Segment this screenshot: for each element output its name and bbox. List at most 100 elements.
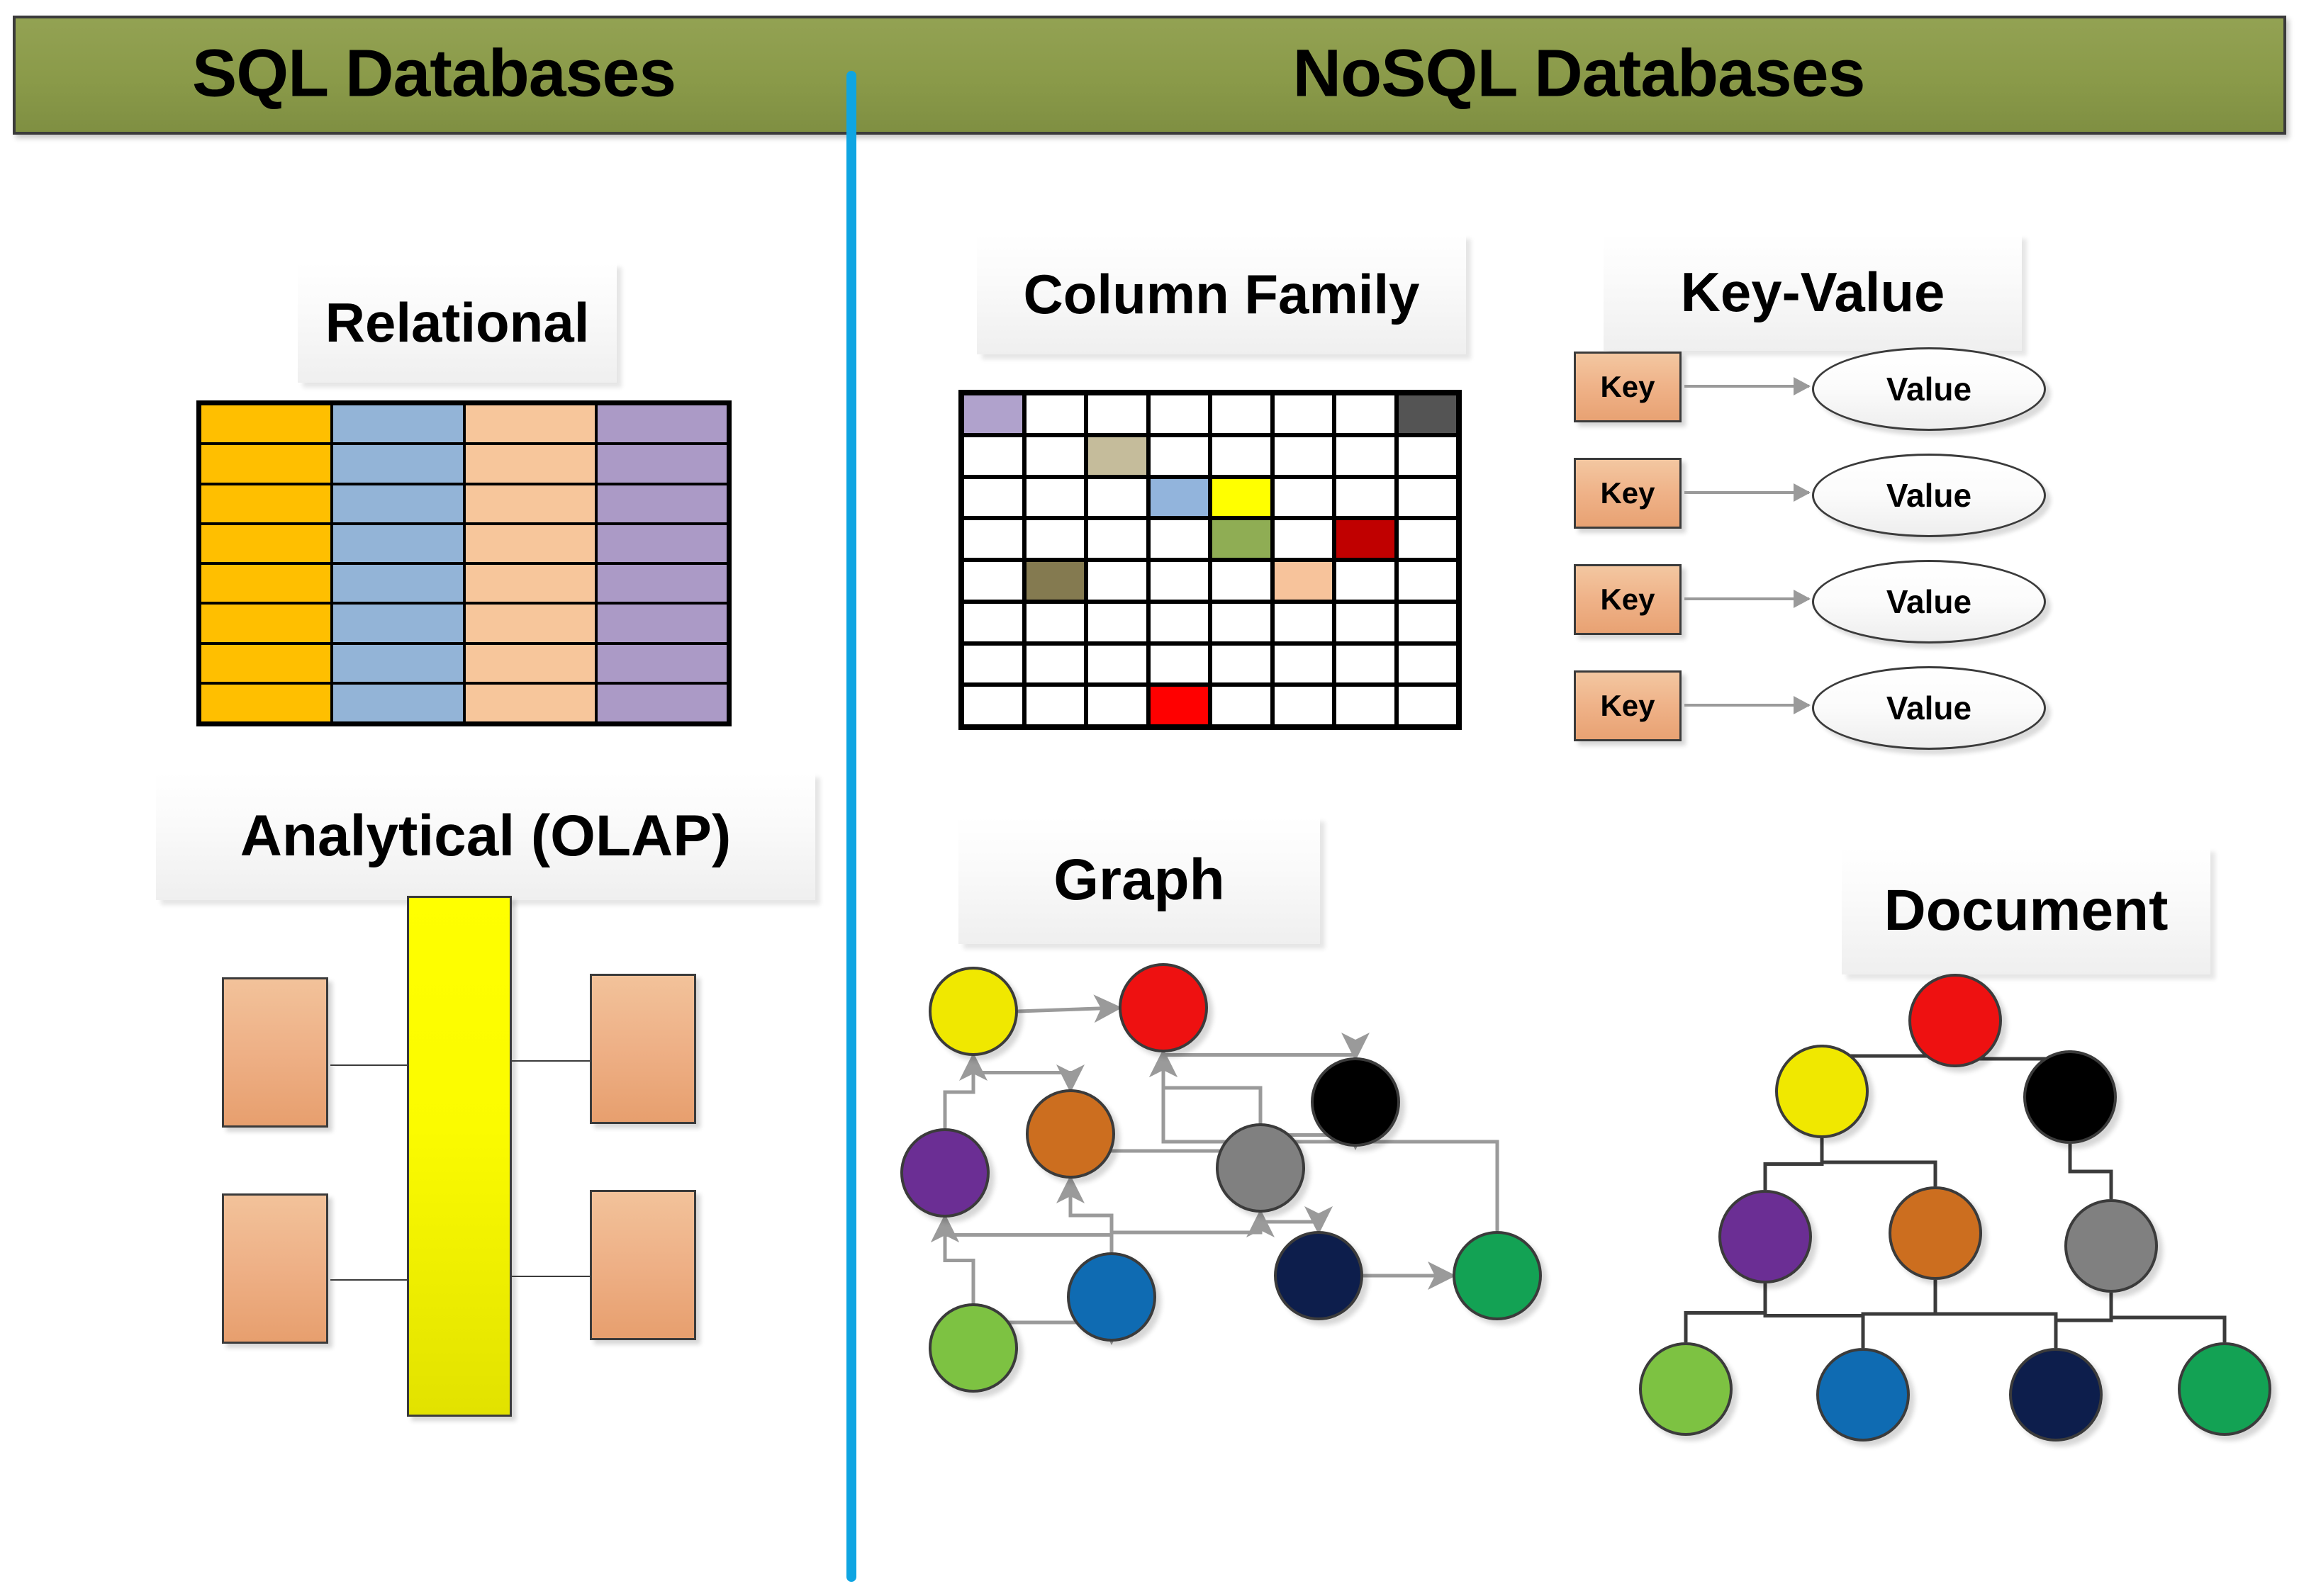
relational-cell [595,523,728,563]
value-ellipse: Value [1812,560,2046,644]
sql-databases-title: SQL Databases [191,35,676,111]
graph-node-navy[interactable] [1274,1231,1363,1320]
graph-node-purple[interactable] [900,1128,990,1218]
column-family-cell [1396,560,1458,602]
column-family-cell [1334,643,1397,685]
graph-edge [1161,1033,1370,1061]
relational-cell [332,563,464,604]
value-ellipse: Value [1812,454,2046,537]
key-value-label: Key-Value [1604,234,2022,351]
olap-diagram [198,879,766,1424]
column-family-cell [1334,393,1397,435]
graph-node-green[interactable] [2178,1342,2271,1436]
graph-node-orange[interactable] [1889,1186,1982,1280]
column-family-cell [1148,518,1210,560]
graph-label: Graph [958,816,1320,944]
olap-dimension-box [222,977,328,1128]
relational-cell [595,643,728,683]
graph-node-black[interactable] [1311,1057,1400,1147]
column-family-cell [1024,518,1086,560]
column-family-cell [1024,601,1086,644]
column-family-cell [962,685,1024,726]
column-family-cell [1396,643,1458,685]
column-family-cell [1396,685,1458,726]
column-family-cell [1148,434,1210,477]
column-family-label: Column Family [977,234,1466,354]
document-diagram [1602,950,2297,1517]
column-family-cell [1086,518,1148,560]
column-family-cell [1396,518,1458,560]
arrow-icon [1684,377,1811,395]
column-family-cell [1272,476,1334,519]
graph-node-lightgreen[interactable] [1639,1342,1733,1436]
arrow-icon [1684,696,1811,714]
column-family-cell [1272,560,1334,602]
column-family-cell [1024,560,1086,602]
column-family-cell [1086,476,1148,519]
column-family-cell [1148,643,1210,685]
relational-cell [464,682,596,723]
graph-node-purple[interactable] [1718,1190,1812,1283]
key-box: Key [1574,458,1682,529]
column-family-cell [1086,685,1148,726]
graph-edge [943,1052,988,1128]
column-family-cell [1334,434,1397,477]
relational-cell [595,404,728,444]
olap-connector [511,1276,591,1277]
relational-cell [464,444,596,484]
relational-cell [200,523,332,563]
relational-cell [200,483,332,524]
graph-node-blue[interactable] [1067,1252,1156,1342]
column-family-cell [962,560,1024,602]
relational-cell [595,603,728,644]
column-family-cell [1334,601,1397,644]
olap-connector [511,1060,591,1062]
graph-node-green[interactable] [1453,1231,1542,1320]
relational-cell [332,523,464,563]
graph-node-yellow[interactable] [1775,1045,1869,1138]
graph-edge [1820,1138,1937,1186]
graph-node-navy[interactable] [2009,1348,2103,1442]
graph-edge [971,1056,1085,1093]
graph-node-yellow[interactable] [929,967,1018,1056]
olap-fact-table [407,896,512,1417]
relational-cell [595,444,728,484]
graph-node-red[interactable] [1119,963,1208,1052]
column-family-cell [1334,476,1397,519]
relational-cell [200,603,332,644]
arrow-icon [1684,590,1811,608]
column-family-cell [1086,601,1148,644]
graph-node-orange[interactable] [1026,1089,1115,1179]
relational-cell [200,563,332,604]
graph-node-gray[interactable] [1216,1123,1305,1213]
column-family-cell [962,601,1024,644]
column-family-cell [962,476,1024,519]
column-family-cell [1396,601,1458,644]
graph-node-lightgreen[interactable] [929,1303,1018,1393]
column-family-cell [1272,434,1334,477]
graph-node-blue[interactable] [1816,1348,1910,1442]
olap-label: Analytical (OLAP) [156,772,815,900]
column-family-cell [1086,560,1148,602]
graph-edge [931,1214,1114,1252]
relational-cell [332,404,464,444]
graph-node-black[interactable] [2023,1050,2117,1144]
graph-edge [2054,1293,2113,1348]
relational-cell [464,643,596,683]
graph-diagram [893,943,1623,1510]
graph-edge [1109,1209,1275,1252]
graph-node-gray[interactable] [2064,1199,2158,1293]
column-family-cell [1024,685,1086,726]
column-family-cell [1272,601,1334,644]
column-family-cell [1272,685,1334,726]
relational-cell [200,643,332,683]
value-ellipse: Value [1812,666,2046,750]
column-family-cell [1396,393,1458,435]
column-family-cell [1334,518,1397,560]
graph-node-red[interactable] [1908,974,2002,1067]
graph-edge [1933,1280,2058,1348]
value-ellipse: Value [1812,347,2046,431]
